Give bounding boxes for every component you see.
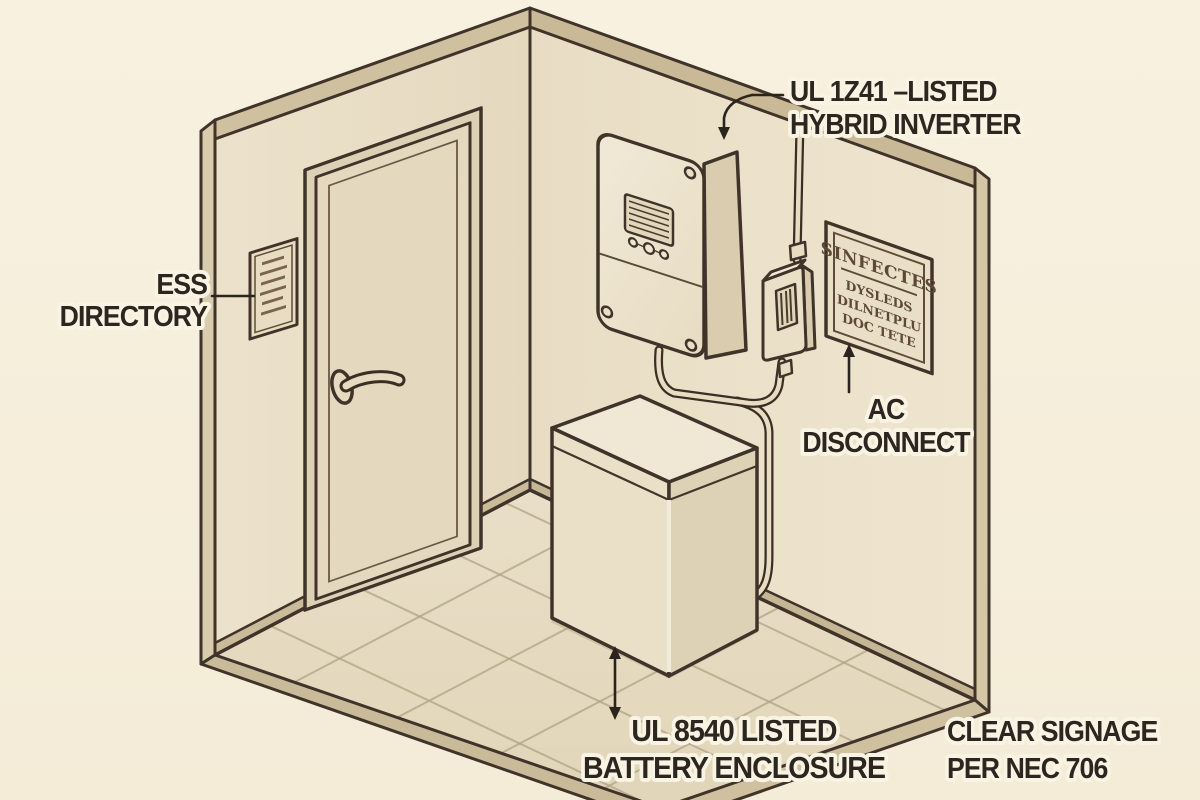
inverter-leader-line: [718, 93, 785, 140]
label-battery-line1: UL 8540 LISTED: [631, 714, 837, 748]
conduit-u-run: [654, 345, 787, 408]
label-disconnect-line1: AC: [868, 393, 905, 425]
wall-edge-band-right: [973, 166, 991, 714]
label-directory-line2: DIRECTORY: [60, 300, 209, 332]
label-battery-enclosure: UL 8540 LISTED BATTERY ENCLOSURE: [579, 710, 890, 789]
screw-icon: [600, 305, 614, 319]
battery-lid-seam-side: [668, 464, 758, 502]
door: [303, 106, 483, 612]
ess-directory-placard: [248, 237, 299, 341]
inverter-vent-icon: [623, 193, 675, 247]
label-inverter-line1: UL 1Z41 –LISTED: [790, 75, 997, 107]
label-ac-disconnect: AC DISCONNECT: [799, 389, 976, 462]
inverter-seam: [599, 252, 703, 289]
battery-lid-seam-front: [551, 445, 670, 501]
label-inverter-line2: HYBRID INVERTER: [790, 108, 1022, 140]
conduit-coupler: [777, 358, 794, 379]
screw-icon: [684, 338, 698, 352]
ac-disconnect-box: [761, 258, 817, 379]
battery-enclosure: [550, 394, 759, 679]
label-ess-directory: ESS DIRECTORY: [56, 264, 213, 336]
label-battery-line2: BATTERY ENCLOSURE: [583, 751, 885, 785]
label-disconnect-line2: DISCONNECT: [802, 426, 970, 458]
wall-sign: SINFECTES DYSLEDS DILNETPLU DOC TETE: [821, 220, 937, 376]
floor-edge-band-left: [199, 653, 643, 800]
door-handle: [330, 369, 406, 405]
conduit-ceiling: [788, 119, 808, 265]
inverter-indicator-lights: [627, 237, 670, 260]
screw-icon: [683, 166, 697, 180]
hybrid-inverter: [596, 132, 748, 360]
placard-text-lines: [260, 255, 287, 316]
label-signage-line2: PER NEC 706: [947, 752, 1108, 784]
inverter-side-face: [702, 150, 748, 360]
battery-arrow: [609, 646, 621, 720]
label-hybrid-inverter: UL 1Z41 –LISTED HYBRID INVERTER: [786, 71, 1026, 144]
disconnect-arrow: [843, 344, 855, 394]
label-directory-line1: ESS: [156, 268, 207, 300]
label-signage-line1: CLEAR SIGNAGE: [947, 715, 1158, 747]
floor-edge-band-right: [679, 698, 991, 800]
label-clear-signage: CLEAR SIGNAGE PER NEC 706: [943, 711, 1162, 788]
wall-edge-band-left: [199, 118, 217, 666]
